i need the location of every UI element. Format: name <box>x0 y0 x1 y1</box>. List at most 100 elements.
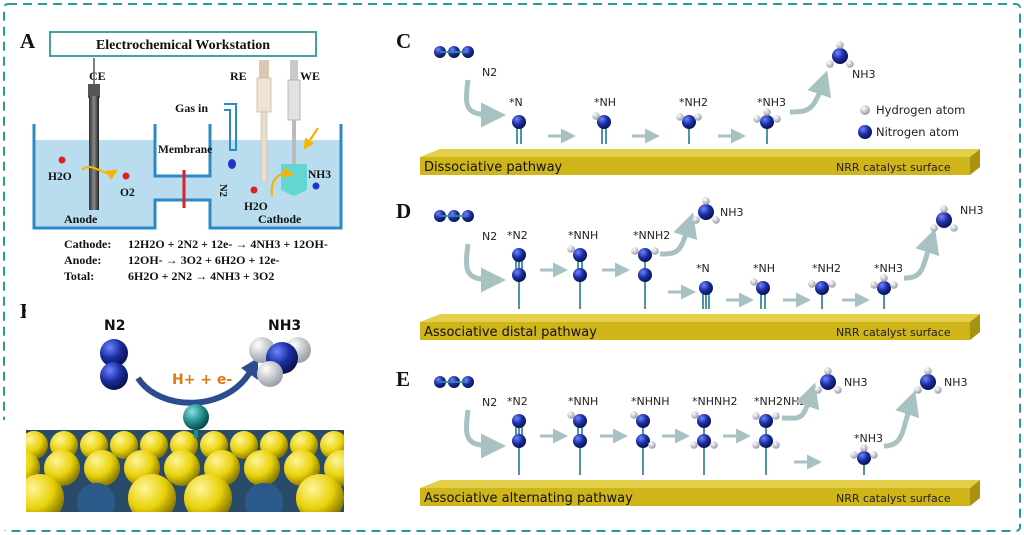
e-ads-nhnh-h-bottom1 <box>648 441 656 449</box>
e-ads-nh2nh2-h-top2 <box>772 412 780 420</box>
arrow-label: H+ + e- <box>172 372 232 388</box>
c-ads-nh2-h1 <box>676 113 684 121</box>
n2-label-cell: N2 <box>217 184 228 197</box>
d-nh3-product-2-n <box>936 212 952 228</box>
surface-c-top <box>420 149 980 157</box>
lattice-dark-atom <box>244 482 284 522</box>
surface-d-label: NRR catalyst surface <box>836 326 951 339</box>
h2o-label-left: H2O <box>48 171 72 183</box>
e-nh3-product-1-h2 <box>834 386 842 394</box>
active-site-atom <box>183 404 209 430</box>
we-body <box>287 79 301 121</box>
eq-cathode-text: 12H2O + 2N2 + 12e- → 4NH3 + 12OH- <box>128 237 328 251</box>
conversion-arrow-head <box>241 358 258 380</box>
surface-c-front <box>420 157 970 175</box>
o2-label: O2 <box>120 187 135 199</box>
e-nh3-label-2: NH3 <box>944 376 968 389</box>
re-tube <box>260 111 268 183</box>
surface-c-side <box>970 149 980 175</box>
c-ads-nh2-label: *NH2 <box>679 96 708 109</box>
lattice-atom <box>84 450 120 486</box>
ce-label: CE <box>89 69 106 83</box>
nh3-product-molecule <box>249 337 311 387</box>
h2o-molecule-left <box>58 156 66 164</box>
panel-a-letter: A <box>20 29 36 53</box>
e-ads-nnh-n-bottom <box>573 434 587 448</box>
e-ads-nhnh-n-top <box>636 414 650 428</box>
membrane-label: Membrane <box>158 144 212 156</box>
e-ads-nhnh2-n-bottom <box>697 434 711 448</box>
e-nh3-product-2-h1 <box>914 386 922 394</box>
anode-reaction-arrow <box>81 165 118 181</box>
surface-c-label: NRR catalyst surface <box>836 161 951 174</box>
e-ads-nh2nh2-h-bottom1 <box>752 441 760 449</box>
ce-cap <box>88 84 100 98</box>
we-label: WE <box>300 69 320 83</box>
lattice-atom <box>296 474 344 522</box>
eq-total-label: Total: <box>64 269 94 283</box>
d-ads-n2-n-bottom <box>512 268 526 282</box>
right-chamber-liquid <box>209 140 341 228</box>
surface-e-top <box>420 480 980 488</box>
we-catalyst <box>281 164 307 196</box>
h2o-molecule-right <box>250 186 258 194</box>
catalyst-lattice <box>4 430 360 522</box>
pathway-c-label: Dissociative pathway <box>424 160 563 175</box>
d-ads-nh2-label: *NH2 <box>812 262 841 275</box>
e-ads-nh3-n <box>857 451 871 465</box>
e-ads-nnh-n-top <box>573 414 587 428</box>
e-ads-nh2nh2-n-bottom <box>759 434 773 448</box>
panel-c-letter: C <box>396 29 411 53</box>
d-nh3-product-2-h1 <box>930 224 938 232</box>
c-adsorb-arrow <box>463 79 506 128</box>
c-nh3-product-h2 <box>846 60 854 68</box>
conversion-arrow <box>135 370 253 406</box>
d-ads-nnh2-n-bottom <box>638 268 652 282</box>
e-ads-nh3-h1 <box>850 451 858 459</box>
c-ads-nh3-h2 <box>773 115 781 123</box>
e-ads-nhnh2-h-bottom2 <box>710 441 718 449</box>
cathode-reaction-arrow <box>270 167 295 197</box>
d-ads-nh3-label: *NH3 <box>874 262 903 275</box>
e-ads-nhnh-n-bottom <box>636 434 650 448</box>
d-ads-nh-label: *NH <box>753 262 775 275</box>
c-ads-n-label: *N <box>509 96 523 109</box>
we-tube <box>292 120 296 164</box>
c-ads-nh3-h1 <box>753 115 761 123</box>
e-ads-n2-n-bottom <box>512 434 526 448</box>
e-ads-nh2nh2-label: *NH2NH2 <box>754 395 807 408</box>
c-nh3-product-n <box>832 48 848 64</box>
d-ads-nnh-n-bottom <box>573 268 587 282</box>
workstation-label: Electrochemical Workstation <box>96 38 270 53</box>
we-cap <box>290 60 298 80</box>
d-nh3-product-2-h2 <box>950 224 958 232</box>
e-nh3-product-1-n <box>820 374 836 390</box>
outer-frame <box>3 3 1021 532</box>
e-gas-n2-label: N2 <box>482 396 497 409</box>
d-ads-nh-n <box>756 281 770 295</box>
c-ads-nh3-h3 <box>763 108 771 116</box>
e-ads-nh3-h3 <box>860 444 868 452</box>
lattice-mask-right <box>344 420 384 520</box>
c-release-arrow <box>789 70 832 115</box>
c-ads-nh-h1 <box>592 112 600 120</box>
e-release-arrow-2 <box>883 390 920 449</box>
legend-nitrogen-label: Nitrogen atom <box>876 125 959 139</box>
n2-reactant-label: N2 <box>104 318 125 334</box>
panel-d: D Associative distal pathway NRR catalys… <box>396 199 980 340</box>
e-ads-nhnh2-h-bottom1 <box>690 441 698 449</box>
d-release-arrow-2 <box>903 228 940 281</box>
surface-d-side <box>970 314 980 340</box>
panel-a: A Electrochemical Workstation Membrane C… <box>20 29 343 283</box>
eq-total-text: 6H2O + 2N2 → 4NH3 + 3O2 <box>128 269 274 283</box>
n2-bubble <box>228 159 236 169</box>
c-nh3-product-h3 <box>836 41 844 49</box>
d-ads-nnh2-h-top1 <box>631 247 639 255</box>
c-gas-n2-label: N2 <box>482 66 497 79</box>
e-adsorb-arrow <box>463 409 506 459</box>
pathway-d-label: Associative distal pathway <box>424 325 597 340</box>
pathway-e-label: Associative alternating pathway <box>424 491 633 506</box>
o2-molecule <box>122 172 130 180</box>
d-ads-nh3-h3 <box>880 274 888 282</box>
panel-d-letter: D <box>396 199 411 223</box>
